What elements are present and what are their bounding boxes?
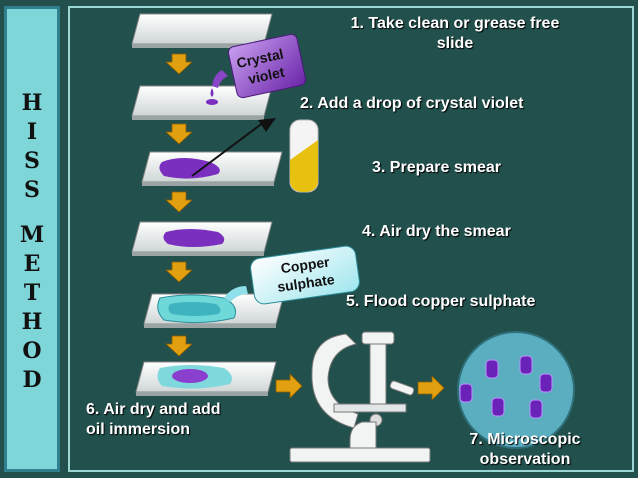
copper-sulphate-bottle-icon xyxy=(224,245,360,305)
step-1-label: 1. Take clean or grease free slide xyxy=(290,14,620,54)
step-7-label: 7. Microscopic observation xyxy=(440,430,610,470)
crystal-violet-bottle-icon xyxy=(212,33,307,99)
copper-line2: sulphate xyxy=(276,271,335,295)
sidebar-letter: S xyxy=(24,148,40,174)
step-3-label: 3. Prepare smear xyxy=(372,159,501,176)
test-tube-icon xyxy=(289,119,319,193)
slide-3 xyxy=(141,151,283,186)
sidebar-letter: I xyxy=(26,119,38,145)
crystal-violet-line2: violet xyxy=(247,64,286,87)
microscope-icon xyxy=(289,331,431,463)
step-1-line2: slide xyxy=(436,35,474,52)
arrow-down-icon xyxy=(164,123,194,145)
step-2-label: 2. Add a drop of crystal violet xyxy=(300,95,524,112)
sidebar-letter: H xyxy=(21,90,43,116)
step-7-line1: 7. Microscopic xyxy=(469,431,581,448)
copper-line1: Copper xyxy=(280,253,331,276)
arrow-right-icon xyxy=(275,373,303,399)
title-sidebar: H I S S M E T H O D xyxy=(4,6,60,472)
sidebar-letter: E xyxy=(23,251,41,277)
sidebar-letter: H xyxy=(21,309,43,335)
slide-5 xyxy=(143,293,285,328)
step-7-line2: observation xyxy=(479,451,571,468)
sidebar-letter: S xyxy=(24,177,40,203)
slide-4 xyxy=(131,221,273,256)
step-6-line1: 6. Air dry and add xyxy=(86,401,221,418)
sidebar-letter: M xyxy=(19,222,45,248)
sidebar-letter: D xyxy=(22,367,42,393)
arrow-down-icon xyxy=(164,53,194,75)
sidebar-letter: T xyxy=(23,280,41,306)
step-5-label: 5. Flood copper sulphate xyxy=(346,293,536,310)
step-4-label: 4. Air dry the smear xyxy=(362,223,511,240)
step-6-label: 6. Air dry and add oil immersion xyxy=(86,400,221,440)
sidebar-letter: O xyxy=(22,338,42,364)
slide-6 xyxy=(135,361,277,396)
arrow-down-icon xyxy=(164,261,194,283)
sidebar-title: H I S S M E T H O D xyxy=(7,89,57,395)
arrow-down-icon xyxy=(164,191,194,213)
arrow-down-icon xyxy=(164,335,194,357)
copper-sulphate-label: Copper sulphate xyxy=(274,253,337,295)
inoculating-loop-icon xyxy=(191,118,276,177)
step-6-line2: oil immersion xyxy=(86,421,191,438)
microscopic-view-icon xyxy=(457,331,575,449)
arrow-right-icon xyxy=(417,375,445,401)
step-1-line1: 1. Take clean or grease free xyxy=(350,15,560,32)
